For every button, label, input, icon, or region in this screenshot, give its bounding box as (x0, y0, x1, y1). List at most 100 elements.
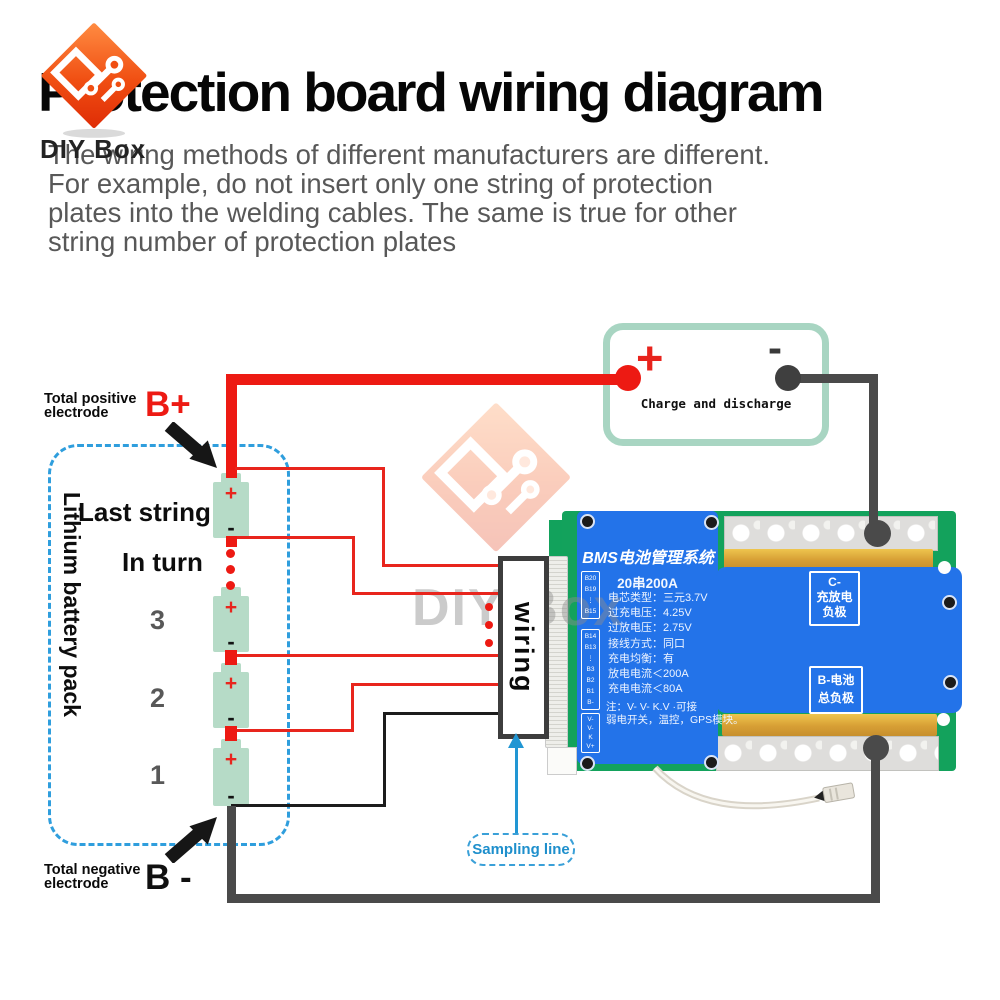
sensor-cable (652, 765, 855, 810)
bms-terminal-c-label: C- 充放电 负极 (809, 571, 860, 626)
screw-hole (942, 595, 957, 610)
wire-sample-2c (352, 592, 502, 595)
cell-minus-symbol: - (227, 705, 235, 730)
total-positive-line2: electrode (44, 405, 109, 421)
wiring-box: wiring (498, 556, 549, 739)
terminal-line: 充放电 (816, 590, 853, 604)
battery-cell-1: + - (213, 748, 249, 808)
wire-bminus-vertical-right (871, 748, 880, 903)
wire-charge-minus-vertical (869, 374, 878, 536)
battery-cell-2: + - (213, 672, 249, 730)
cell-minus-symbol: - (227, 783, 235, 808)
cell-minus-symbol: - (227, 629, 235, 654)
bms-spec-line: 充电电流＜80A (608, 683, 683, 696)
pin-label: B15 (584, 608, 597, 615)
pin-label: B3 (586, 666, 595, 673)
bms-pin-group-v: V- V- K V+ (581, 713, 600, 753)
wire-sample-2b (352, 536, 355, 595)
bms-note-line: 注：V- V- K.V ·可接 (606, 701, 698, 713)
battery-cell-last: + - (213, 482, 249, 539)
pin-label: ⋮ (587, 655, 594, 662)
bms-bottom-busbar (722, 714, 937, 736)
cell-number-2: 2 (150, 683, 166, 713)
series-dots (226, 581, 235, 590)
wire-sample-4c (351, 683, 502, 686)
bms-top-pads (724, 516, 938, 551)
bms-specs: 电芯类型：三元3.7V 过充电压：4.25V 过放电压：2.75V 接线方式：同… (608, 591, 708, 697)
bms-subtitle: 20串200A (617, 576, 678, 591)
page-title: Protection board wiring diagram (38, 61, 824, 123)
cell-plus-symbol: + (224, 672, 238, 695)
bms-terminal-b-label: B-电池 总负极 (809, 666, 863, 714)
wire-sample-1b (382, 467, 385, 567)
wire-sample-5c (383, 712, 502, 715)
positive-arrow-icon (164, 422, 217, 468)
pin-label: V- (587, 725, 594, 732)
screw-hole (704, 515, 719, 530)
wire-sample-1c (382, 564, 502, 567)
cell-plus-symbol: + (224, 482, 238, 505)
battery-pack-label: Lithium battery pack (59, 492, 85, 717)
wire-charge-minus-horizontal (788, 374, 878, 383)
total-positive-line1: Total positive (44, 391, 137, 407)
description-line: string number of protection plates (48, 226, 457, 257)
screw-hole (704, 755, 719, 770)
bms-blue-panel-left (577, 511, 718, 764)
diybox-logo-icon (41, 23, 147, 138)
bms-pin-group-b14: B14 B13 ⋮ B3 B2 B1 B- (581, 629, 600, 710)
b-minus-symbol: B - (145, 858, 192, 897)
pin-label: B1 (586, 688, 595, 695)
bms-spec-line: 放电电流＜200A (608, 668, 689, 681)
cell-plus-symbol: + (224, 748, 238, 771)
bms-green-tab (549, 520, 562, 556)
wire-bplus-vertical (226, 374, 237, 478)
battery-cell-tab (221, 739, 241, 749)
bms-top-busbar (724, 549, 933, 569)
negative-arrow-icon (164, 817, 217, 863)
pin-label: ⋮ (587, 597, 594, 604)
cell-link-stub (225, 650, 237, 665)
watermark-logo-icon (422, 403, 570, 552)
terminal-line: 负极 (822, 605, 847, 619)
wire-sample-4a (233, 729, 354, 732)
description-line: The wiring methods of different manufact… (48, 139, 770, 170)
bms-spec-line: 过放电压：2.75V (608, 622, 692, 635)
wire-sample-5b (383, 712, 386, 807)
wiring-dots (485, 639, 493, 647)
charge-minus-symbol: - (768, 324, 782, 371)
screw-hole (580, 756, 595, 771)
battery-cell-tab (221, 663, 241, 673)
pin-label: V+ (586, 743, 595, 750)
wire-sample-5a (231, 804, 386, 807)
in-turn-label: In turn (122, 547, 203, 577)
pin-label: B- (587, 699, 594, 706)
bms-notes: 注：V- V- K.V ·可接 弱电开关，温控，GPS模块。 (606, 701, 744, 727)
bms-spec-line: 过充电压：4.25V (608, 607, 692, 620)
battery-cell-tab (221, 473, 241, 483)
terminal-line: 总负极 (817, 691, 854, 705)
wiring-dots (485, 621, 493, 629)
bms-bottom-terminal (863, 735, 889, 761)
battery-pack-outline (48, 444, 290, 846)
bms-bottom-pads (716, 736, 939, 771)
total-negative-label: Total negative electrode (44, 863, 140, 892)
board-hole (937, 713, 950, 726)
bms-title: BMS电池管理系统 (582, 550, 714, 567)
battery-cell-3: + - (213, 596, 249, 654)
pin-label: B13 (584, 644, 597, 651)
series-dots (226, 549, 235, 558)
wire-sample-3 (233, 654, 502, 657)
pin-label: V- (587, 716, 594, 723)
diybox-logo-text: DIY Box (40, 134, 147, 164)
bms-pin-group-b20: B20 B19 ⋮ B15 (581, 571, 600, 619)
cell-link-stub (226, 536, 237, 547)
pin-label: K (588, 734, 593, 741)
b-plus-symbol: B+ (145, 385, 191, 424)
bms-spec-line: 电芯类型：三元3.7V (608, 592, 708, 604)
bms-blue-panel-right (716, 567, 962, 713)
cell-link-stub (225, 726, 237, 741)
wiring-box-label: wiring (509, 601, 539, 694)
charge-box-label: Charge and discharge (640, 396, 792, 411)
bms-top-terminal (864, 520, 891, 547)
